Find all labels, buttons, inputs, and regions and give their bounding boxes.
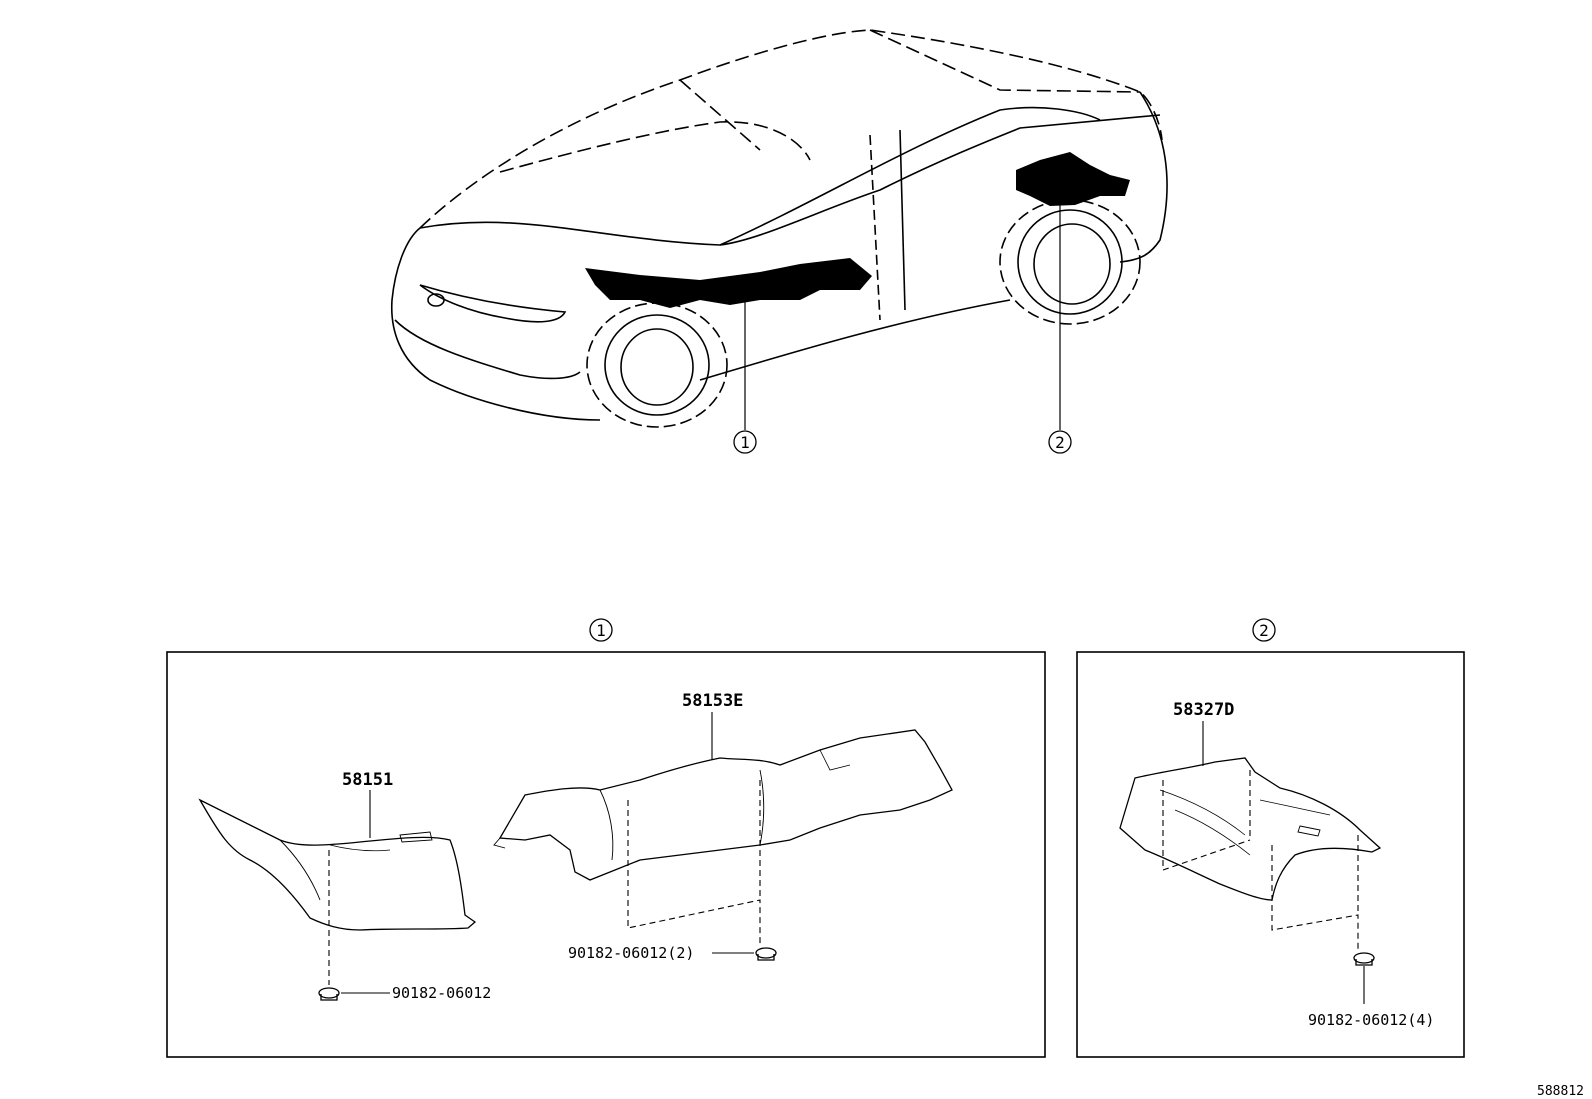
car-front-wheel-arch	[586, 302, 728, 428]
car-rocker-line	[699, 299, 1011, 381]
car-rear-rim	[1033, 223, 1111, 305]
label-58153e: 58153E	[682, 691, 743, 711]
svg-text:2: 2	[1055, 433, 1065, 452]
car-roofline-dashed	[679, 29, 1141, 151]
car-rear-tire	[1017, 209, 1123, 315]
rear-heat-insulator-region	[1016, 152, 1130, 206]
callout-2-panel-header: 2	[1252, 618, 1276, 642]
car-body-outline	[390, 227, 601, 421]
car-emblem	[427, 293, 445, 307]
label-fastener-single: 90182-06012	[392, 984, 491, 1002]
car-roof-dashed	[419, 29, 1163, 229]
svg-text:2: 2	[1259, 621, 1269, 640]
car-headlight	[419, 284, 567, 323]
panel-1-frame	[166, 651, 1046, 1058]
label-fastener-quad: 90182-06012(4)	[1308, 1011, 1434, 1029]
car-windshield-dashed	[499, 121, 811, 173]
svg-text:1: 1	[740, 433, 750, 452]
car-front-tire	[604, 314, 710, 416]
label-fastener-double: 90182-06012(2)	[568, 944, 694, 962]
car-front-rim	[620, 328, 694, 406]
car-overview	[390, 29, 1168, 428]
car-front-bumper	[394, 319, 581, 380]
car-side-window	[719, 114, 1161, 246]
label-58327d: 58327D	[1173, 700, 1234, 720]
car-door-line-rear	[899, 129, 906, 311]
fastener-path-58153e	[627, 780, 761, 945]
diagram-number: 588812	[1537, 1084, 1584, 1099]
callout-1-overview: 1	[733, 430, 757, 454]
part-58327d-drawing	[1119, 757, 1382, 901]
part-58153e-drawing	[493, 729, 953, 881]
part-58151-drawing	[198, 798, 477, 931]
fastener-path-58327d	[1162, 770, 1359, 950]
label-58151: 58151	[342, 770, 393, 790]
clip-fastener-icon	[755, 947, 777, 961]
car-door-line-front	[869, 134, 881, 321]
callout-2-overview: 2	[1048, 430, 1072, 454]
front-heat-insulator-region	[585, 258, 872, 308]
car-hood-line	[419, 106, 1101, 246]
panel-2-frame	[1076, 651, 1465, 1058]
clip-fastener-icon	[1353, 952, 1375, 966]
callout-1-panel-header: 1	[589, 618, 613, 642]
car-rear-wheel-arch	[999, 199, 1141, 325]
clip-fastener-icon	[318, 987, 340, 1001]
svg-text:1: 1	[596, 621, 606, 640]
